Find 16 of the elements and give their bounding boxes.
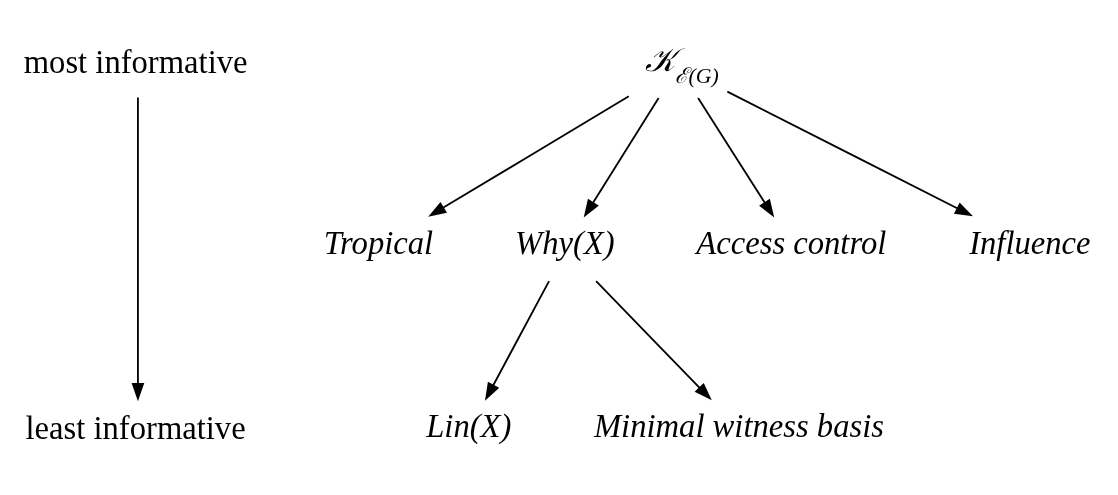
arrow <box>697 96 775 218</box>
node-text: Access control <box>696 224 887 261</box>
node-text: 𝒦$_{ℰ(G)}$ <box>644 41 719 88</box>
node-text: Lin(X) <box>426 407 512 444</box>
arrow <box>484 279 550 401</box>
arrow <box>131 96 145 401</box>
node-text: Influence <box>969 224 1091 261</box>
node-text: Why(X) <box>515 224 615 261</box>
node-text: least informative <box>25 409 246 446</box>
node-text: Minimal witness basis <box>593 407 884 444</box>
node-text: Tropical <box>323 224 434 261</box>
arrow <box>595 279 712 400</box>
arrow <box>583 96 660 218</box>
arrow <box>726 90 973 216</box>
node-text: most informative <box>23 43 248 80</box>
arrow <box>428 94 630 217</box>
